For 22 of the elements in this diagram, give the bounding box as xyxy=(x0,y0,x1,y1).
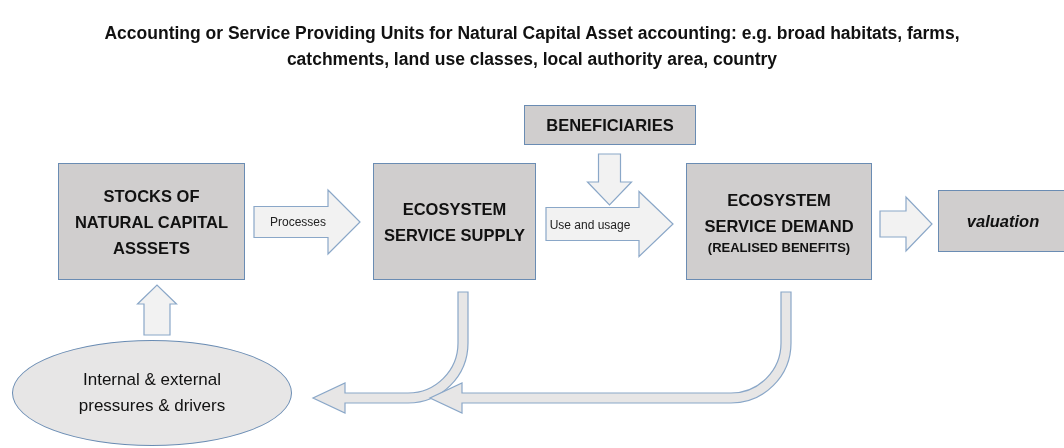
edge-label: Use and usage xyxy=(549,218,631,232)
node-text: STOCKS OF NATURAL CAPITAL ASSSETS xyxy=(73,185,230,259)
node-text: (REALISED BENEFITS) xyxy=(707,238,851,257)
process-box xyxy=(524,105,696,145)
process-box xyxy=(938,190,1064,252)
node-text: BENEFICIARIES xyxy=(546,115,674,136)
edge-label: Processes xyxy=(270,215,326,229)
block-arrow xyxy=(586,153,633,206)
node-text: ECOSYSTEM SERVICE SUPPLY xyxy=(382,198,527,246)
block-arrow xyxy=(253,188,361,256)
node-text: ECOSYSTEM SERVICE DEMAND xyxy=(703,189,855,237)
node-text: valuation xyxy=(966,211,1040,232)
process-box xyxy=(58,163,245,280)
node-text: Internal & external pressures & drivers xyxy=(77,369,227,417)
process-box xyxy=(686,163,872,280)
diagram-title: Accounting or Service Providing Units for Natural Capital Asset accounting: e.g. broad habitats, farms, catchments, land use classes, local authority area, country xyxy=(103,22,961,71)
curved-block-arrow xyxy=(429,291,792,414)
block-arrow xyxy=(879,195,933,253)
process-box xyxy=(373,163,536,280)
curved-block-arrow xyxy=(312,291,469,414)
block-arrow xyxy=(545,190,674,258)
block-arrow xyxy=(136,284,178,336)
